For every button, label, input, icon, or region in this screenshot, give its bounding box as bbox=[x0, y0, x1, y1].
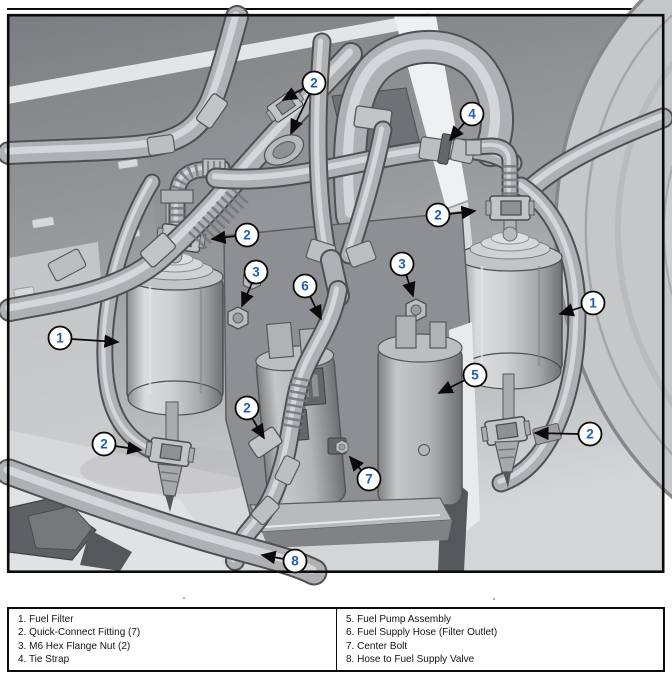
legend-item-2: 2. Quick-Connect Fitting (7) bbox=[18, 627, 141, 639]
legend-item-4: 4. Tie Strap bbox=[18, 654, 70, 666]
legend-item-3: 3. M6 Hex Flange Nut (2) bbox=[18, 640, 131, 652]
callout-2-left-upper: 2 bbox=[210, 222, 260, 248]
legend-table: 1. Fuel Filter 2. Quick-Connect Fitting … bbox=[7, 607, 665, 672]
legend-column-left: 1. Fuel Filter 2. Quick-Connect Fitting … bbox=[9, 609, 336, 670]
callout-8: 8 bbox=[260, 548, 308, 574]
legend-item-5: 5. Fuel Pump Assembly bbox=[346, 614, 452, 625]
svg-text:2: 2 bbox=[243, 401, 251, 416]
bellows-section bbox=[282, 376, 311, 430]
legend-item-1: 1. Fuel Filter bbox=[18, 614, 74, 625]
svg-text:8: 8 bbox=[291, 554, 299, 569]
svg-text:4: 4 bbox=[468, 107, 476, 122]
callout-2-right-lower: 2 bbox=[533, 421, 603, 447]
scan-artifact bbox=[493, 598, 495, 600]
tie-strap bbox=[437, 133, 453, 165]
scan-artifact bbox=[183, 597, 185, 599]
svg-text:2: 2 bbox=[243, 228, 251, 243]
center-bolt bbox=[335, 440, 349, 454]
technical-illustration: 2 4 2 2 3 6 3 1 1 5 2 2 bbox=[0, 0, 672, 600]
callout-2-center: 2 bbox=[234, 395, 265, 440]
callout-3-right: 3 bbox=[389, 251, 416, 298]
figure-border bbox=[6, 13, 665, 573]
hose-cuff bbox=[465, 139, 482, 156]
callout-1-left: 1 bbox=[47, 325, 120, 351]
hose-top-left bbox=[8, 15, 237, 156]
quick-connect-fitting-right-upper bbox=[485, 195, 535, 221]
legend-item-7: 7. Center Bolt bbox=[346, 640, 408, 652]
legend-column-right: 5. Fuel Pump Assembly 6. Fuel Supply Hos… bbox=[336, 609, 663, 670]
callout-4: 4 bbox=[448, 101, 485, 142]
hose-coupler bbox=[47, 248, 87, 282]
fuel-filter-right bbox=[457, 185, 563, 421]
callout-3-left: 3 bbox=[241, 259, 269, 308]
pump-left-fitting bbox=[266, 321, 295, 360]
svg-text:2: 2 bbox=[310, 76, 318, 91]
svg-text:1: 1 bbox=[589, 296, 597, 311]
callout-2-top: 2 bbox=[281, 70, 327, 135]
svg-text:7: 7 bbox=[365, 472, 373, 487]
elbow-fitting-right bbox=[465, 139, 519, 204]
svg-text:2: 2 bbox=[434, 208, 442, 223]
svg-text:2: 2 bbox=[586, 427, 594, 442]
callout-2-right-upper: 2 bbox=[425, 202, 477, 228]
svg-text:5: 5 bbox=[471, 368, 479, 383]
callout-5: 5 bbox=[437, 362, 488, 394]
callout-7: 7 bbox=[348, 455, 382, 492]
hex-coupler bbox=[140, 232, 176, 268]
quick-connect-fitting-top-second bbox=[263, 134, 305, 166]
svg-text:6: 6 bbox=[301, 279, 309, 294]
svg-text:2: 2 bbox=[100, 437, 108, 452]
hose-tie-strap bbox=[215, 133, 512, 179]
fuel-system-diagram: 2 4 2 2 3 6 3 1 1 5 2 2 bbox=[0, 0, 672, 600]
hose-clamp bbox=[195, 93, 229, 129]
svg-text:3: 3 bbox=[398, 257, 406, 272]
hose-diagonal-long bbox=[9, 52, 351, 310]
filter-right-outlet-stem bbox=[502, 373, 515, 421]
hex-collar bbox=[160, 189, 194, 204]
callout-6: 6 bbox=[292, 273, 322, 321]
pump-right-fitting bbox=[395, 315, 417, 349]
svg-text:1: 1 bbox=[56, 331, 64, 346]
legend-item-6: 6. Fuel Supply Hose (Filter Outlet) bbox=[346, 627, 498, 639]
fuel-supply-hose bbox=[234, 41, 384, 561]
legend-item-8: 8. Hose to Fuel Supply Valve bbox=[346, 654, 475, 666]
svg-text:3: 3 bbox=[252, 265, 260, 280]
lower-left-bracket bbox=[7, 497, 132, 571]
page-top-rule bbox=[7, 8, 665, 11]
callout-1-right: 1 bbox=[558, 290, 606, 317]
quick-connect-fitting-left-lower bbox=[143, 436, 197, 512]
m6-flange-nut-left bbox=[227, 306, 249, 330]
callout-2-left-lower: 2 bbox=[91, 431, 143, 457]
